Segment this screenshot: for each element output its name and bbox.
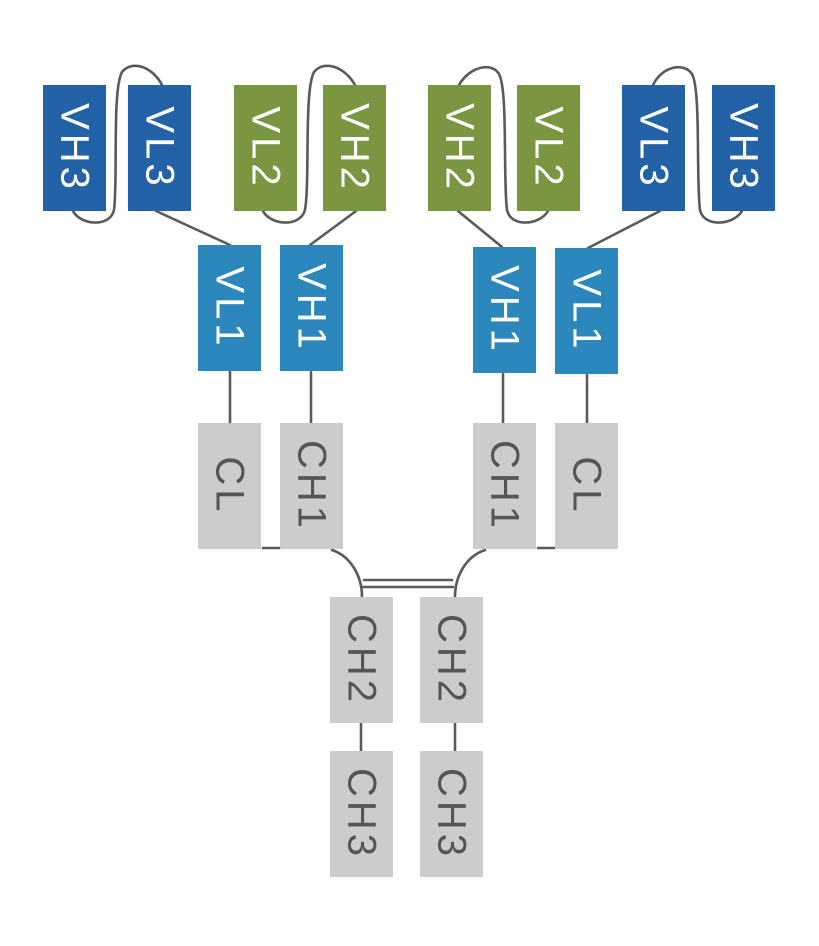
s-linker-connector xyxy=(651,65,744,224)
domain-left-vl2: VL2 xyxy=(234,85,297,211)
s-linker-connector xyxy=(261,64,357,224)
domain-right-vl3: VL3 xyxy=(622,85,685,211)
domain-right-vl1: VL1 xyxy=(555,248,618,374)
domain-label: VL1 xyxy=(208,266,252,349)
domain-right-ch1: CH1 xyxy=(473,423,536,549)
domain-box xyxy=(198,423,261,549)
domain-box xyxy=(280,245,343,371)
domain-left-vl1: VL1 xyxy=(198,245,261,371)
domain-left-ch3: CH3 xyxy=(330,751,393,877)
domain-label: VL2 xyxy=(244,106,288,189)
domain-box xyxy=(234,85,297,211)
linker-connector xyxy=(154,209,232,247)
hinge-connector xyxy=(453,548,487,599)
domain-left-ch1: CH1 xyxy=(280,423,343,549)
domain-left-ch2: CH2 xyxy=(330,597,393,723)
domain-box xyxy=(428,85,491,211)
domain-box xyxy=(712,85,775,211)
domain-box xyxy=(420,751,483,877)
domain-box xyxy=(555,423,618,549)
domain-label: CH2 xyxy=(430,614,474,706)
domain-box xyxy=(473,247,536,373)
domain-box xyxy=(330,751,393,877)
domain-label: CH1 xyxy=(483,440,527,532)
domain-label: VH1 xyxy=(290,263,334,353)
domain-box xyxy=(330,597,393,723)
domain-right-vh1: VH1 xyxy=(473,247,536,373)
domain-label: VL3 xyxy=(138,106,182,189)
hinge-disulfide-double-connector xyxy=(361,578,455,589)
domain-right-vh2: VH2 xyxy=(428,85,491,211)
linker-connector xyxy=(456,209,504,249)
domain-left-vh3: VH3 xyxy=(43,85,106,211)
domain-box xyxy=(198,245,261,371)
domain-left-vl3: VL3 xyxy=(128,85,191,211)
domain-label: CL xyxy=(565,456,609,515)
domain-label: VL3 xyxy=(632,106,676,189)
domain-label: VL2 xyxy=(527,106,571,189)
domain-left-vh2: VH2 xyxy=(323,85,386,211)
domain-box xyxy=(280,423,343,549)
domain-right-vh3: VH3 xyxy=(712,85,775,211)
domain-box xyxy=(473,423,536,549)
domain-box xyxy=(43,85,106,211)
domain-label: CH3 xyxy=(430,768,474,860)
domain-label: CH1 xyxy=(290,440,334,532)
domain-label: CH2 xyxy=(340,614,384,706)
domain-label: VH3 xyxy=(53,103,97,193)
s-linker-connector xyxy=(457,65,550,224)
domain-label: CH3 xyxy=(340,768,384,860)
linker-connector xyxy=(308,209,358,247)
domain-label: VH1 xyxy=(483,265,527,355)
domain-box xyxy=(323,85,386,211)
linker-layer xyxy=(71,64,744,753)
domain-right-vl2: VL2 xyxy=(517,85,580,211)
domain-right-ch2: CH2 xyxy=(420,597,483,723)
domain-right-cl: CL xyxy=(555,423,618,549)
domain-box xyxy=(128,85,191,211)
hinge-connector xyxy=(330,548,364,599)
s-linker-connector xyxy=(71,64,164,224)
domain-label: CL xyxy=(208,456,252,515)
domain-box xyxy=(555,248,618,374)
domain-box xyxy=(517,85,580,211)
linker-connector xyxy=(586,209,662,250)
domain-label: VL1 xyxy=(565,269,609,352)
domain-box xyxy=(420,597,483,723)
domain-right-ch3: CH3 xyxy=(420,751,483,877)
domain-label: VH3 xyxy=(722,103,766,193)
domain-left-cl: CL xyxy=(198,423,261,549)
domain-label: VH2 xyxy=(333,103,377,193)
domain-box xyxy=(622,85,685,211)
domain-label: VH2 xyxy=(438,103,482,193)
domain-left-vh1: VH1 xyxy=(280,245,343,371)
